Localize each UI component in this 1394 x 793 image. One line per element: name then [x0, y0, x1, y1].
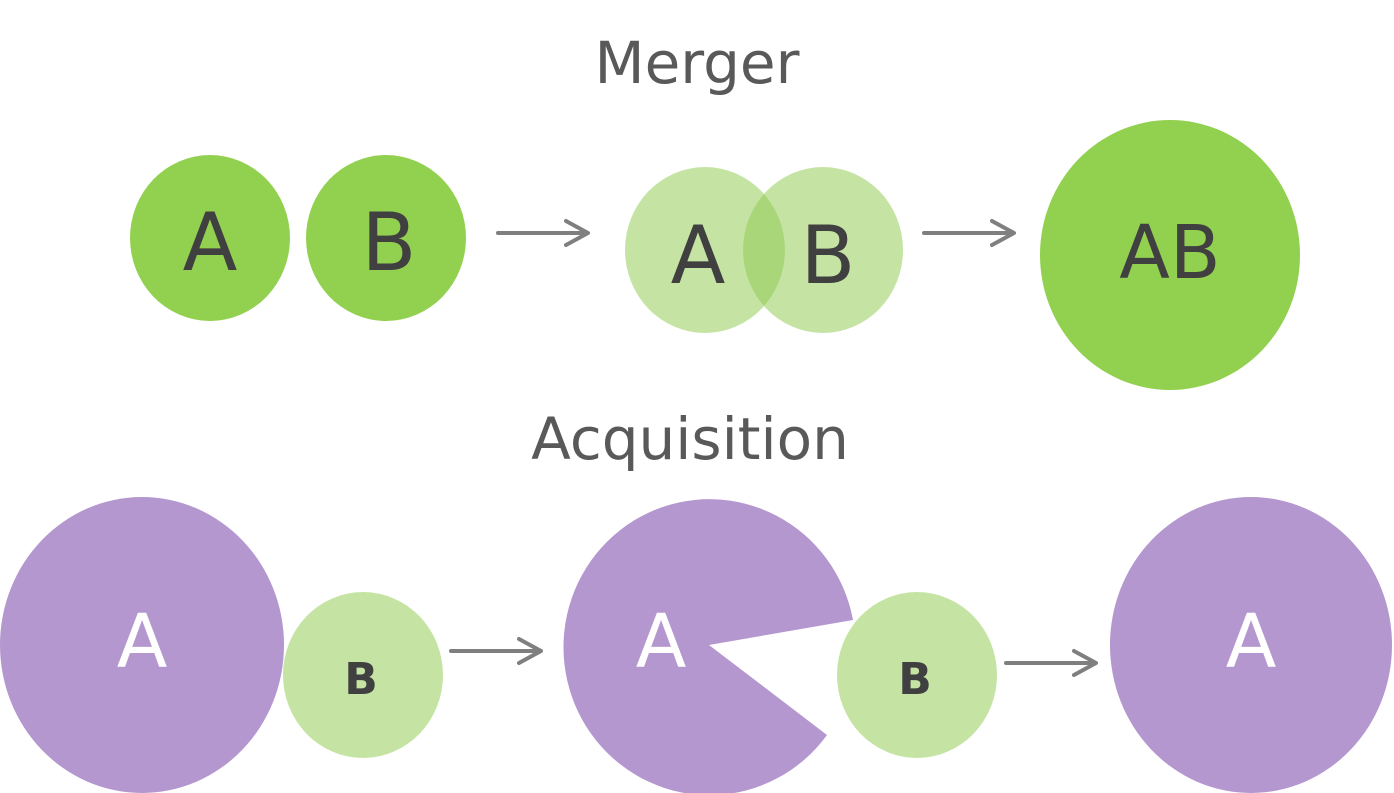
merger-step1: A B: [130, 155, 466, 321]
acquirer-result-circle: [1110, 497, 1392, 793]
acquirer-pacman: [563, 499, 853, 793]
merger-circle-b: [306, 155, 466, 321]
acquirer-pacman-label: A: [636, 599, 687, 685]
acquisition-title: Acquisition: [531, 405, 849, 473]
acquisition-arrow-2: [1004, 649, 1098, 677]
acquisition-step1: A B: [0, 497, 443, 793]
merger-overlap-a-label: A: [671, 209, 726, 302]
merger-step3: AB: [1040, 120, 1300, 390]
target-label: B: [344, 654, 378, 705]
merger-step2: A B: [625, 167, 903, 333]
acquisition-step2: A B: [563, 499, 997, 793]
merger-circle-a-label: A: [183, 196, 238, 289]
acquirer-circle: [0, 497, 284, 793]
merger-combined-circle: [1040, 120, 1300, 390]
acquirer-result-label: A: [1226, 599, 1277, 685]
merger-arrow-2: [922, 219, 1016, 247]
merger-circle-b-label: B: [362, 196, 417, 289]
merger-title: Merger: [595, 29, 800, 97]
target-being-acquired-label: B: [898, 654, 932, 705]
acquisition-arrow-1: [449, 637, 543, 665]
merger-overlap-b-label: B: [801, 209, 856, 302]
merger-arrow-1: [496, 219, 590, 247]
merger-combined-label: AB: [1119, 210, 1220, 296]
target-circle: [283, 592, 443, 758]
acquirer-label: A: [117, 599, 168, 685]
merger-overlap-circle-a: [625, 167, 785, 333]
target-circle-being-acquired: [837, 592, 997, 758]
merger-circle-a: [130, 155, 290, 321]
merger-overlap-circle-b: [743, 167, 903, 333]
acquisition-step3: A: [1110, 497, 1392, 793]
